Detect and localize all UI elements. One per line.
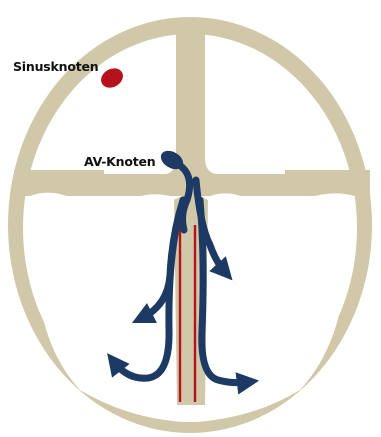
av-node-label: AV-Knoten (84, 154, 156, 169)
av-plane-right (285, 170, 370, 196)
av-plane-left (14, 170, 104, 196)
sinus-node-label: Sinusknoten (13, 59, 98, 74)
